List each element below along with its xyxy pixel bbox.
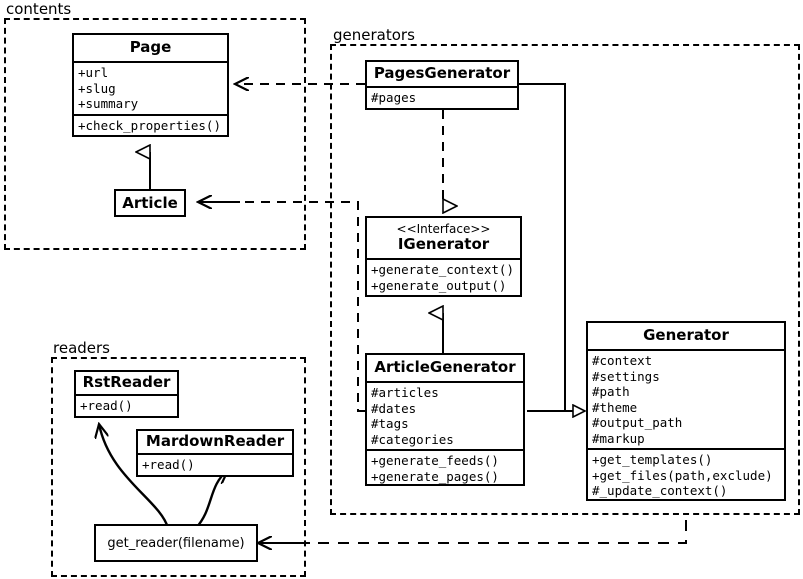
class-articlegenerator[interactable]: ArticleGenerator #articles #dates #tags … xyxy=(365,353,525,486)
method-row: +generate_pages() xyxy=(371,468,499,484)
attribute-row: +slug xyxy=(78,80,116,96)
class-article-title: Article xyxy=(122,193,178,212)
function-get-reader-label: get_reader(filename) xyxy=(107,535,245,551)
method-row: #_update_context() xyxy=(592,483,728,498)
class-mardownreader[interactable]: MardownReader +read() xyxy=(136,429,294,477)
class-mardownreader-title: MardownReader xyxy=(145,432,285,450)
attribute-row: #dates xyxy=(371,400,417,416)
class-page[interactable]: Page +url +slug +summary +check_properti… xyxy=(72,33,229,137)
package-contents xyxy=(4,18,306,250)
method-row: +get_files(path,exclude) xyxy=(592,467,773,483)
package-generators-label: generators xyxy=(331,26,417,44)
attribute-row: +url xyxy=(78,65,109,80)
class-igenerator-header: <<Interface>> IGenerator xyxy=(367,218,520,258)
wire-generator-to-getreader xyxy=(258,520,687,543)
class-generator-methods: +get_templates() +get_files(path,exclude… xyxy=(588,448,784,501)
attribute-row: #articles xyxy=(371,385,439,400)
class-generator-attributes: #context #settings #path #theme #output_… xyxy=(588,349,784,448)
method-row: +get_templates() xyxy=(592,452,713,467)
package-contents-border xyxy=(4,18,306,250)
attribute-row: #markup xyxy=(592,430,645,446)
class-mardownreader-methods: +read() xyxy=(138,453,292,475)
method-row: +generate_output() xyxy=(371,277,507,293)
class-articlegenerator-methods: +generate_feeds() +generate_pages() xyxy=(367,449,523,486)
attribute-row: #context xyxy=(592,353,653,368)
class-igenerator[interactable]: <<Interface>> IGenerator +generate_conte… xyxy=(365,216,522,297)
attribute-row: #tags xyxy=(371,416,409,431)
class-igenerator-methods: +generate_context() +generate_output() xyxy=(367,258,520,295)
class-rstreader[interactable]: RstReader +read() xyxy=(74,370,179,418)
class-article[interactable]: Article xyxy=(114,189,186,217)
class-generator-title: Generator xyxy=(643,326,729,344)
attribute-row: +summary xyxy=(78,96,139,111)
class-page-title: Page xyxy=(129,38,172,56)
method-row: +generate_context() xyxy=(371,262,514,277)
attribute-row: #categories xyxy=(371,431,454,447)
class-articlegenerator-attributes: #articles #dates #tags #categories xyxy=(367,381,523,449)
class-rstreader-methods: +read() xyxy=(76,394,177,416)
package-readers-border xyxy=(51,357,306,577)
method-row: +read() xyxy=(142,457,195,472)
function-get-reader[interactable]: get_reader(filename) xyxy=(94,524,258,562)
class-page-methods: +check_properties() xyxy=(74,113,227,136)
class-pagesgenerator[interactable]: PagesGenerator #pages xyxy=(365,60,519,110)
method-row: +generate_feeds() xyxy=(371,453,499,468)
method-row: +check_properties() xyxy=(78,117,221,133)
package-contents-label: contents xyxy=(4,0,74,18)
attribute-row: #pages xyxy=(371,90,417,105)
method-row: +read() xyxy=(80,398,133,413)
class-generator[interactable]: Generator #context #settings #path #them… xyxy=(586,321,786,501)
attribute-row: #output_path xyxy=(592,415,683,430)
class-page-attributes: +url +slug +summary xyxy=(74,61,227,114)
class-igenerator-title: IGenerator xyxy=(397,235,490,253)
class-rstreader-title: RstReader xyxy=(82,373,171,391)
class-pagesgenerator-attributes: #pages xyxy=(367,86,517,108)
attribute-row: #path xyxy=(592,384,630,399)
class-pagesgenerator-title: PagesGenerator xyxy=(373,64,511,82)
attribute-row: #theme xyxy=(592,399,638,415)
package-readers-label: readers xyxy=(51,339,112,357)
class-igenerator-stereotype: <<Interface>> xyxy=(396,222,491,236)
class-articlegenerator-title: ArticleGenerator xyxy=(374,358,516,376)
attribute-row: #settings xyxy=(592,368,660,384)
package-readers xyxy=(51,357,306,577)
